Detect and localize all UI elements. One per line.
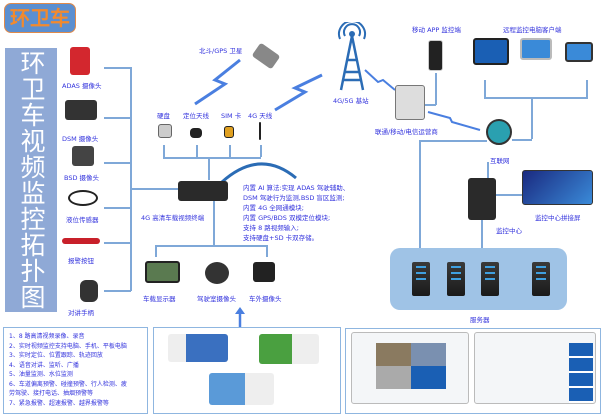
label-base-station: 4G/5G 基站 (333, 97, 369, 105)
cell-tower-icon (338, 22, 366, 91)
platform-screenshots-panel (345, 328, 601, 414)
label-remote-pc: 远程监控电脑客户端 (503, 26, 562, 34)
label-dsm: DSM 摄像头 (62, 135, 99, 143)
label-sim: SIM 卡 (221, 112, 242, 120)
water-truck-icon (168, 334, 228, 362)
server-icon (481, 262, 499, 296)
label-display: 车载显示器 (143, 295, 176, 303)
laptop-icon (520, 38, 552, 60)
sim-card-icon (224, 126, 234, 138)
label-cabin-camera: 驾驶室摄像头 (197, 295, 236, 303)
label-servers: 服务器 (470, 316, 490, 324)
server-cluster (390, 248, 567, 310)
hdd-icon (158, 124, 172, 138)
label-operator: 联通/移动/电信运营商 (375, 128, 438, 136)
label-monitor-center: 监控中心 (496, 227, 522, 235)
label-satellite: 北斗/GPS 卫星 (199, 47, 243, 55)
monitor-icon (565, 42, 593, 62)
feature-list: 1、8 路高清视频录像、录音 2、实时视频监控支持电脑、手机、平板电脑 3、实时… (3, 327, 148, 414)
sanitation-trucks-panel (153, 327, 341, 414)
terminal-features: 内置 AI 算法:实现 ADAS 驾驶辅助、 DSM 驾驶行为监测,BSD 盲区… (243, 184, 350, 242)
title-badge: 环卫车 (4, 3, 76, 33)
map-monitor-screenshot (474, 332, 596, 404)
video-monitor-screenshot (351, 332, 469, 404)
vehicle-terminal-icon (178, 181, 228, 201)
label-mobile-app: 移动 APP 监控端 (412, 26, 461, 34)
label-hdd: 硬盘 (157, 112, 170, 120)
desktop-pc-icon (473, 38, 509, 65)
label-4g-antenna: 4G 天线 (248, 112, 273, 120)
alarm-button-icon (62, 238, 100, 244)
intercom-handset-icon (80, 280, 98, 302)
garbage-truck-icon (259, 334, 319, 364)
label-level-sensor: 液位传感器 (66, 216, 99, 224)
server-icon (447, 262, 465, 296)
label-video-wall: 监控中心拼接屏 (535, 214, 581, 222)
cabin-camera-icon (205, 262, 229, 284)
server-icon (412, 262, 430, 296)
label-terminal: 4G 高清车载视频终端 (141, 214, 205, 222)
label-alarm-button: 报警按钮 (68, 257, 94, 265)
bsd-camera-icon (72, 146, 94, 166)
label-gps-antenna: 定位天线 (183, 112, 209, 120)
level-sensor-icon (68, 190, 98, 206)
label-exterior-camera: 车外摄像头 (249, 295, 282, 303)
video-wall-icon (522, 170, 593, 205)
smartphone-icon (428, 40, 443, 71)
operator-building-icon (395, 85, 425, 120)
server-icon (532, 262, 550, 296)
dsm-camera-icon (65, 100, 97, 120)
label-adas: ADAS 摄像头 (62, 82, 102, 90)
diagram-title: 环卫车视频监控拓扑图 (5, 48, 57, 312)
adas-camera-icon (70, 47, 90, 75)
monitor-center-server-icon (468, 178, 496, 220)
label-intercom: 对讲手柄 (68, 309, 94, 317)
vehicle-display-icon (145, 261, 180, 283)
gps-antenna-icon (190, 128, 202, 138)
label-bsd: BSD 摄像头 (64, 174, 100, 182)
label-internet: 互联网 (490, 157, 510, 165)
sweeper-truck-icon (209, 373, 274, 405)
4g-antenna-icon (259, 122, 261, 140)
internet-globe-icon (486, 119, 512, 145)
exterior-camera-icon (253, 262, 275, 282)
